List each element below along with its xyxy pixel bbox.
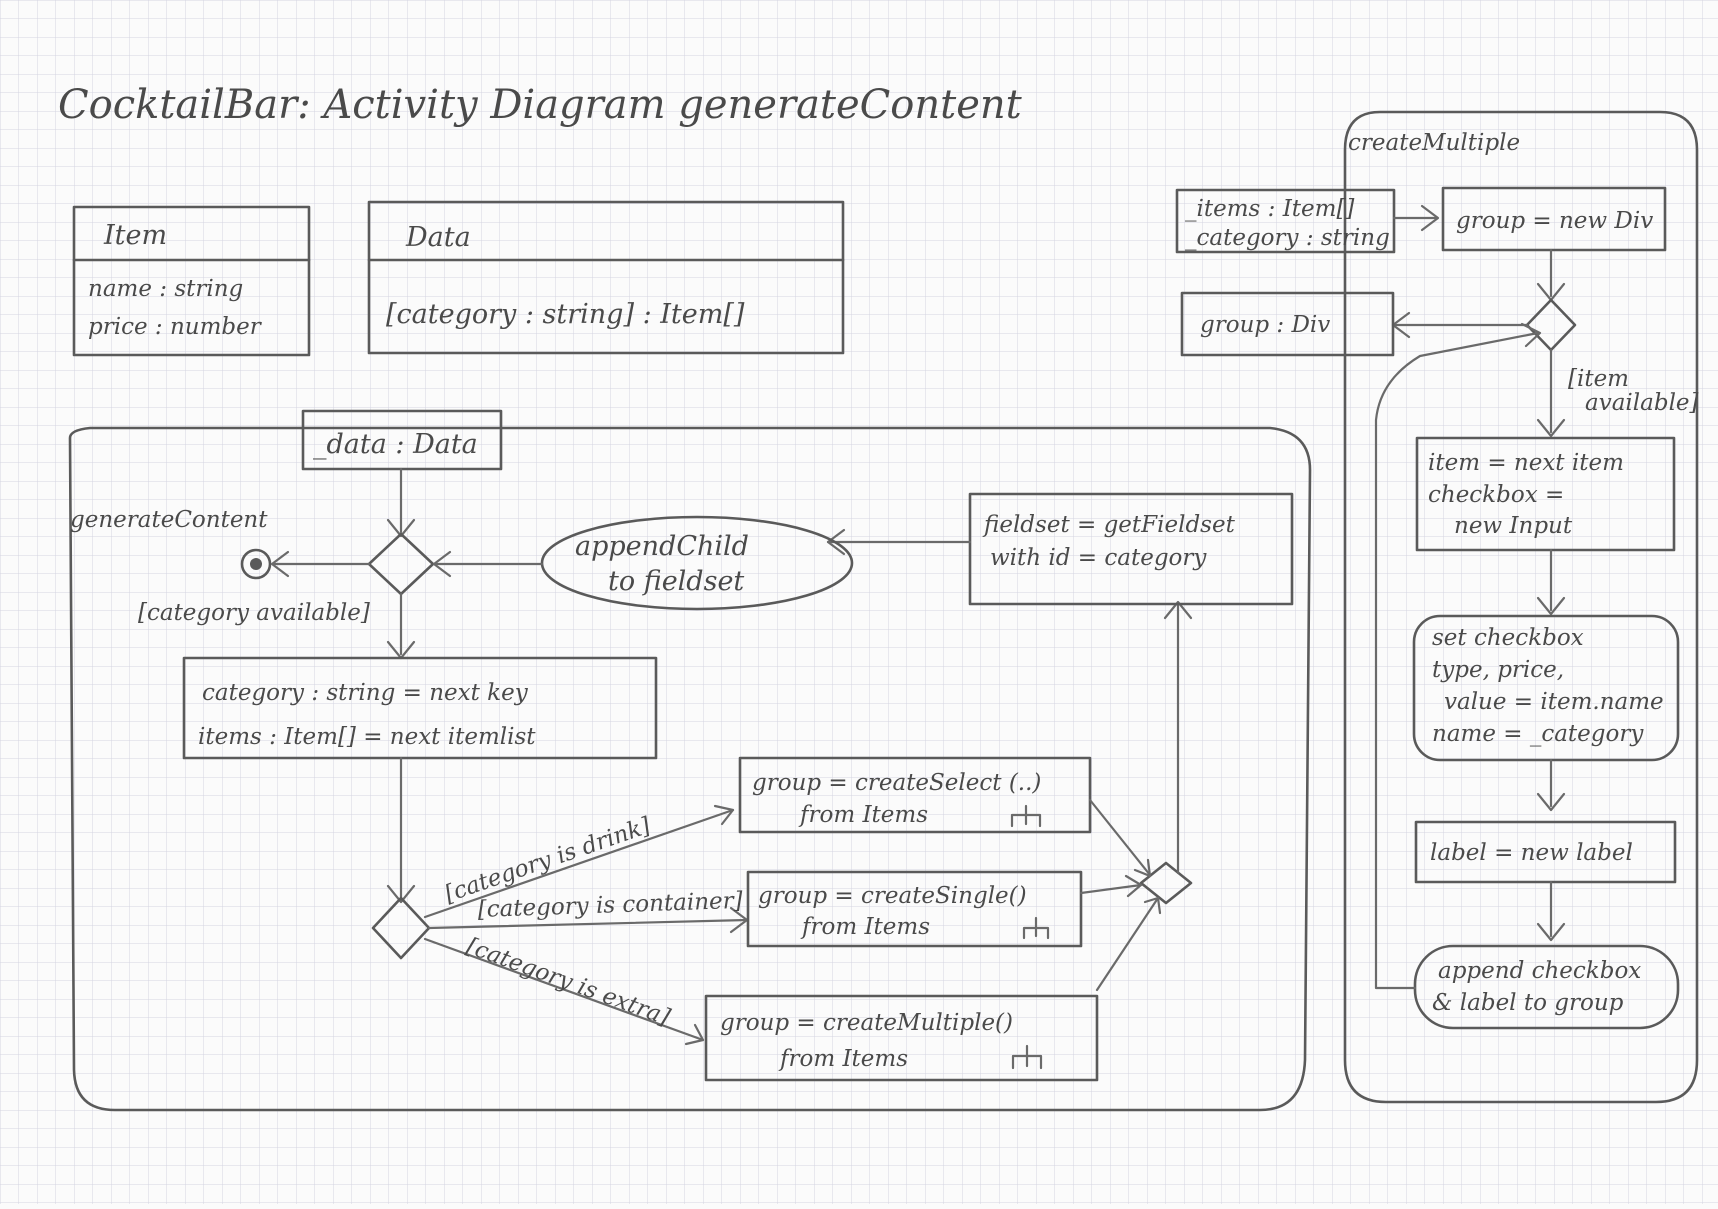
param-group-output	[1180, 291, 1395, 357]
action-new-div	[1441, 186, 1667, 252]
activity-name-create-multiple: createMultiple	[1348, 130, 1520, 156]
class-item-attr-name: name : string	[88, 276, 243, 302]
action-create-single: group = createSingle() from Items	[746, 870, 1083, 948]
action-create-multiple: group = createMultiple() from Items	[704, 994, 1099, 1082]
action-append-checkbox-line1: append checkbox	[1438, 958, 1641, 984]
class-data-attr: [category : string] : Item[]	[386, 299, 745, 330]
action-get-fieldset-line1: fieldset = getFieldset	[982, 512, 1236, 538]
action-next-item	[1415, 436, 1676, 552]
action-new-label	[1414, 820, 1677, 884]
guard-category-available: [category available]	[138, 600, 370, 626]
rake-icon	[1010, 804, 1042, 828]
param-data-label: _data : Data	[313, 429, 478, 460]
action-new-label-label: label = new label	[1430, 840, 1633, 866]
action-new-div-label: group = new Div	[1456, 208, 1653, 234]
action-set-checkbox-line3: value = item.name	[1444, 689, 1664, 715]
action-set-checkbox-line2: type, price,	[1432, 657, 1564, 683]
class-item-name: Item	[103, 220, 167, 251]
action-create-multiple-line1: group = createMultiple()	[720, 1010, 1013, 1036]
action-append-child-line2: to fieldset	[608, 566, 744, 597]
class-item: Item name : string price : number	[72, 205, 311, 357]
action-get-fieldset	[968, 492, 1294, 606]
action-next-item-line1: item = next item	[1428, 450, 1624, 476]
action-append-checkbox-line2: & label to group	[1432, 990, 1624, 1016]
guard-item-available-line2: available]	[1585, 390, 1699, 416]
diagram-title: CocktailBar: Activity Diagram generateCo…	[58, 82, 1023, 128]
action-create-single-line1: group = createSingle()	[758, 883, 1027, 909]
action-next-key	[182, 656, 658, 760]
param-items: _items : Item[]	[1185, 196, 1354, 222]
action-create-select-line1: group = createSelect (..)	[752, 770, 1041, 796]
action-next-item-line2: checkbox =	[1428, 482, 1564, 508]
class-data-name: Data	[405, 222, 471, 253]
action-create-multiple-line2: from Items	[778, 1046, 908, 1072]
action-next-key-line1: category : string = next key	[202, 680, 529, 706]
action-create-single-line2: from Items	[800, 914, 930, 940]
param-category: _category : string	[1185, 225, 1390, 251]
param-items-category	[1175, 188, 1396, 254]
action-set-checkbox-line4: name = _category	[1432, 721, 1644, 747]
action-next-item-line3: new Input	[1454, 513, 1573, 539]
action-create-select-line2: from Items	[798, 802, 928, 828]
rake-icon	[1022, 916, 1050, 940]
class-data: Data [category : string] : Item[]	[367, 200, 845, 355]
action-next-key-line2: items : Item[] = next itemlist	[198, 724, 536, 750]
action-set-checkbox	[1412, 614, 1680, 762]
action-append-child-line1: appendChild	[575, 531, 749, 562]
decision-node-category-type	[371, 896, 431, 960]
class-item-attr-price: price : number	[88, 314, 263, 340]
rake-icon	[1011, 1044, 1043, 1070]
action-set-checkbox-line1: set checkbox	[1432, 625, 1584, 651]
activity-name-generate-content: generateContent	[70, 507, 268, 533]
action-get-fieldset-line2: with id = category	[990, 545, 1207, 571]
guard-item-available-line1: [item	[1568, 366, 1629, 392]
activity-create-multiple: createMultiple _items : Item[] _category…	[1175, 110, 1699, 1104]
action-create-select: group = createSelect (..) from Items	[738, 756, 1092, 834]
activity-final-node	[240, 548, 272, 580]
param-group-output-label: group : Div	[1200, 312, 1330, 338]
